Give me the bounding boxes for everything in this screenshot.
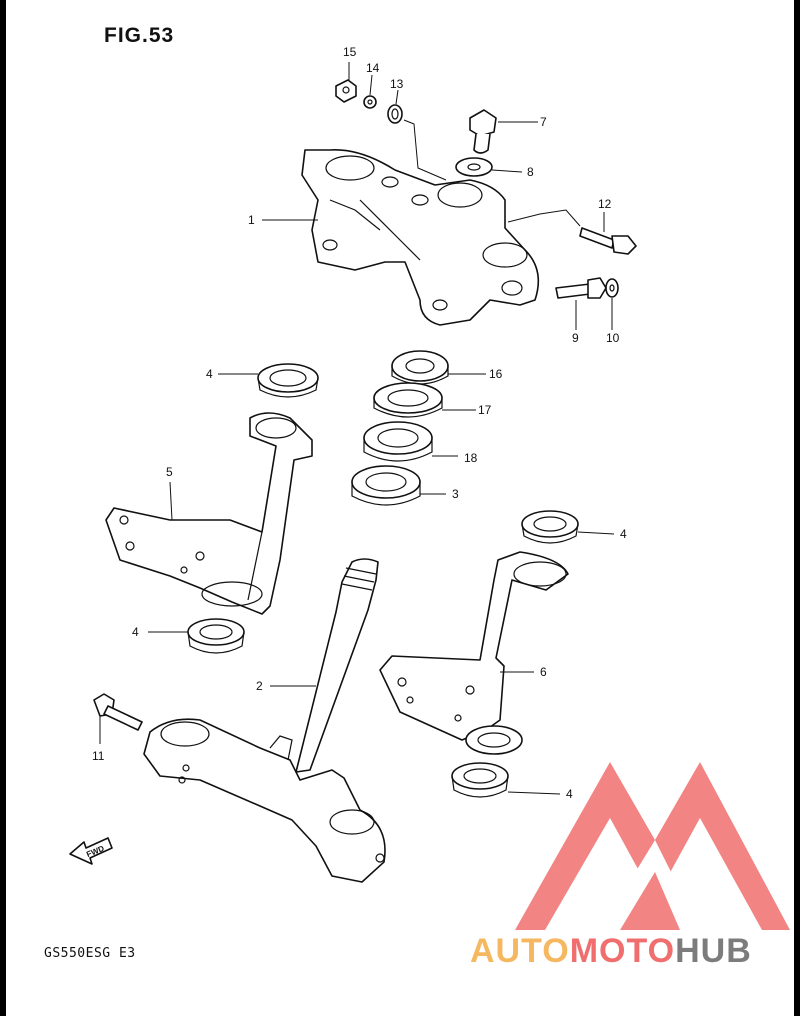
callout-18: 18 <box>464 451 478 465</box>
callout-10: 10 <box>606 331 620 345</box>
callout-4b: 4 <box>620 527 627 541</box>
washer-8 <box>455 157 493 177</box>
leader-lines <box>99 62 615 795</box>
bolt-12 <box>579 227 637 255</box>
race-4-right-upper <box>521 510 579 544</box>
right-border <box>794 0 800 1016</box>
race-4-left-lower <box>187 618 245 654</box>
race-4-right-lower <box>451 762 509 798</box>
nut-16 <box>391 350 449 385</box>
callout-3: 3 <box>452 487 459 501</box>
watermark-part-hub: HUB <box>675 932 752 970</box>
watermark-logo-icon <box>515 762 790 930</box>
bolt-9 <box>555 277 607 299</box>
watermark-part-moto: MOTO <box>569 932 676 970</box>
steering-stem <box>143 558 386 883</box>
callout-13: 13 <box>390 77 404 91</box>
callout-11: 11 <box>92 749 105 763</box>
nut-15 <box>335 79 357 103</box>
bearing-3 <box>351 465 421 506</box>
callout-15: 15 <box>343 45 357 59</box>
callout-14: 14 <box>366 61 380 75</box>
washer-14 <box>363 95 377 109</box>
washer-13 <box>387 104 403 124</box>
right-headlight-bracket <box>379 551 569 755</box>
fwd-label: FWD <box>85 844 105 859</box>
callout-1: 1 <box>248 213 255 227</box>
upper-bracket <box>301 149 540 326</box>
callout-12: 12 <box>598 197 612 211</box>
callout-8: 8 <box>527 165 534 179</box>
model-code: GS550ESG E3 <box>44 946 136 961</box>
figure-title: FIG.53 <box>104 24 175 47</box>
bolt-11 <box>93 693 143 731</box>
race-4-upper-left <box>257 363 319 398</box>
callout-16: 16 <box>489 367 503 381</box>
left-border <box>0 0 6 1016</box>
left-headlight-bracket <box>105 412 313 615</box>
bearing-18 <box>363 421 433 462</box>
bolt-7 <box>469 109 497 154</box>
callout-numbers: 15 14 13 7 8 12 1 9 10 4 16 17 18 3 5 4 … <box>92 45 627 801</box>
callout-4c: 4 <box>132 625 139 639</box>
dust-seal-17 <box>373 382 443 418</box>
callout-5: 5 <box>166 465 173 479</box>
forward-arrow-icon: FWD <box>69 837 113 865</box>
callout-9: 9 <box>572 331 579 345</box>
watermark-text: AUTOMOTOHUB <box>470 932 752 971</box>
watermark-part-auto: AUTO <box>470 932 570 970</box>
callout-7: 7 <box>540 115 547 129</box>
callout-17: 17 <box>478 403 492 417</box>
washer-10 <box>605 278 619 298</box>
callout-4a: 4 <box>206 367 213 381</box>
callout-2: 2 <box>256 679 263 693</box>
callout-4d: 4 <box>566 787 573 801</box>
callout-6: 6 <box>540 665 547 679</box>
